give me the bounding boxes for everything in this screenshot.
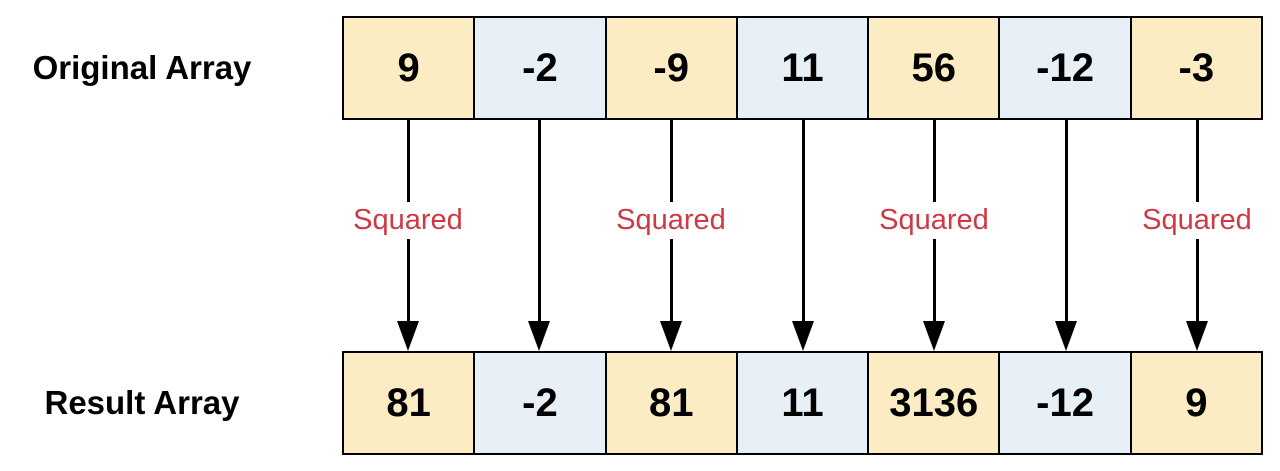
- result-array-cell-1: -2: [475, 353, 607, 453]
- original-array-cell-5: -12: [1000, 18, 1132, 118]
- original-array-cell-6: -3: [1131, 18, 1261, 118]
- result-array-cell-5: -12: [1000, 353, 1132, 453]
- result-array-cell-4: 3136: [869, 353, 1001, 453]
- result-array-row: 81 -2 81 11 3136 -12 9: [342, 351, 1263, 455]
- original-array-label: Original Array: [32, 49, 252, 86]
- squared-label-2: Squared: [872, 202, 996, 239]
- transform-arrow-1: [527, 120, 551, 351]
- arrow-line: [801, 120, 805, 321]
- original-array-cell-1: -2: [475, 18, 607, 118]
- squared-label-1: Squared: [609, 202, 733, 239]
- result-array-cell-6: 9: [1131, 353, 1261, 453]
- result-array-cell-2: 81: [606, 353, 738, 453]
- arrow-line: [1064, 120, 1068, 321]
- squared-label-3: Squared: [1135, 202, 1259, 239]
- result-array-cell-0: 81: [344, 353, 476, 453]
- original-array-cell-0: 9: [344, 18, 476, 118]
- result-array-label: Result Array: [44, 384, 240, 421]
- arrow-down-icon: [1186, 321, 1208, 351]
- squared-label-0: Squared: [346, 202, 470, 239]
- arrow-down-icon: [528, 321, 550, 351]
- arrow-down-icon: [660, 321, 682, 351]
- arrow-down-icon: [923, 321, 945, 351]
- original-array-cell-3: 11: [737, 18, 870, 118]
- arrow-down-icon: [397, 321, 419, 351]
- transform-arrow-5: [1054, 120, 1078, 351]
- arrow-down-icon: [792, 321, 814, 351]
- arrow-down-icon: [1055, 321, 1077, 351]
- arrow-line: [537, 120, 541, 321]
- result-array-cell-3: 11: [737, 353, 870, 453]
- original-array-cell-4: 56: [869, 18, 1001, 118]
- transform-arrow-3: [791, 120, 815, 351]
- original-array-cell-2: -9: [606, 18, 738, 118]
- original-array-row: 9 -2 -9 11 56 -12 -3: [342, 16, 1263, 120]
